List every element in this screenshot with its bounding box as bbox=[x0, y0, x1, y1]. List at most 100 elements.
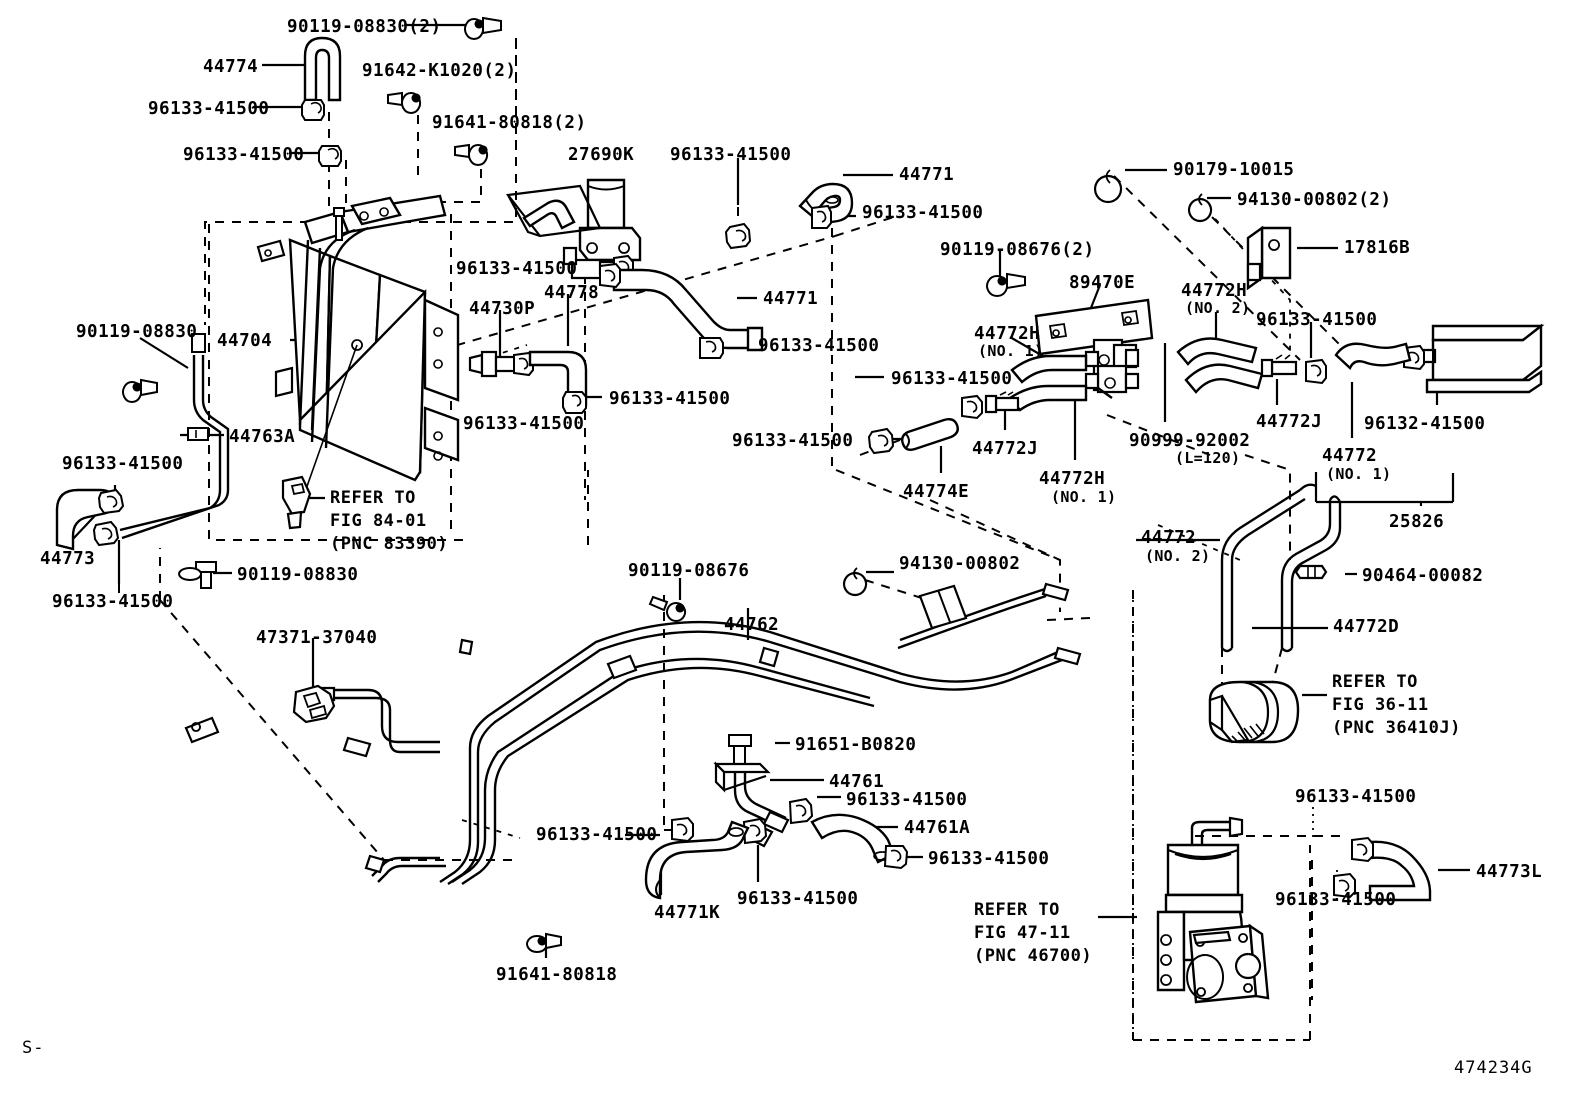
clip-96133-44774E bbox=[869, 429, 893, 453]
part-label-44773l: 44773L bbox=[1476, 862, 1543, 882]
part-label-94130-00802: 94130-00802 bbox=[899, 554, 1021, 574]
part-label-96133-41500: 96133-41500 bbox=[758, 336, 880, 356]
part-label-96133-41500: 96133-41500 bbox=[1275, 890, 1397, 910]
bolt-91641-80818-bottom bbox=[527, 934, 561, 952]
part-17816B-bracket bbox=[1248, 228, 1290, 288]
part-label-44772h: 44772H bbox=[1039, 469, 1106, 489]
part-label-96133-41500: 96133-41500 bbox=[62, 454, 184, 474]
part-label-44772d: 44772D bbox=[1333, 617, 1400, 637]
part-label-44773: 44773 bbox=[40, 549, 96, 569]
part-label-91642-k1020-2: 91642-K1020(2) bbox=[362, 61, 517, 81]
part-label-pnc-36410j: (PNC 36410J) bbox=[1332, 718, 1461, 738]
part-label-44771: 44771 bbox=[763, 289, 819, 309]
part-44763A-pipe bbox=[120, 334, 228, 538]
part-label-96133-41500: 96133-41500 bbox=[737, 889, 859, 909]
part-label-96133-41500: 96133-41500 bbox=[52, 592, 174, 612]
part-label-96133-41500: 96133-41500 bbox=[536, 825, 658, 845]
clip-96133-44771-mid-b bbox=[700, 338, 723, 358]
clip-96133-44773a bbox=[99, 490, 123, 513]
part-label-no-2: (NO. 2) bbox=[1145, 547, 1211, 565]
part-fig36-muffler bbox=[1210, 682, 1298, 742]
clip-96133-44761-b bbox=[744, 819, 766, 843]
part-label-90119-08676: 90119-08676 bbox=[628, 561, 750, 581]
part-25826-vsv bbox=[1417, 326, 1541, 392]
part-90999-92002 bbox=[1098, 388, 1112, 398]
part-label-47371-37040: 47371-37040 bbox=[256, 628, 378, 648]
part-label-no-2: (NO. 2) bbox=[1185, 299, 1251, 317]
part-label-96133-41500: 96133-41500 bbox=[846, 790, 968, 810]
clip-96133-b bbox=[319, 146, 341, 166]
part-label-fig-47-11: FIG 47-11 bbox=[974, 923, 1071, 943]
part-44704-canister bbox=[258, 196, 458, 492]
nut-90179-10015 bbox=[1095, 170, 1121, 202]
part-label-91651-b0820: 91651-B0820 bbox=[795, 735, 917, 755]
part-label-no-1: (NO. 1) bbox=[978, 342, 1044, 360]
clip-96133-44771-right bbox=[812, 206, 831, 228]
part-label-90119-08830: 90119-08830 bbox=[237, 565, 359, 585]
part-label-44771: 44771 bbox=[899, 165, 955, 185]
part-label-pnc-83390: (PNC 83390) bbox=[330, 534, 449, 554]
part-label-fig-36-11: FIG 36-11 bbox=[1332, 695, 1429, 715]
clip-96133-44778 bbox=[563, 392, 586, 413]
bolt-90119-08676-right bbox=[987, 274, 1025, 296]
part-44762-tube bbox=[186, 584, 1080, 884]
part-label-refer-to: REFER TO bbox=[330, 488, 416, 508]
part-44774E-hose bbox=[902, 419, 958, 450]
part-label-89470e: 89470E bbox=[1069, 273, 1136, 293]
part-label-96133-41500: 96133-41500 bbox=[148, 99, 270, 119]
bolt-90119-08830-lower bbox=[179, 562, 216, 588]
part-label-17816b: 17816B bbox=[1344, 238, 1411, 258]
nut-94130-00802-right bbox=[1189, 194, 1211, 221]
part-fig47-fuel-pump bbox=[1158, 818, 1268, 1002]
clip-96133-44761 bbox=[790, 799, 812, 823]
clamp-90464-00082 bbox=[1296, 566, 1326, 578]
part-label-44772h: 44772H bbox=[1181, 281, 1248, 301]
part-44772-no1-hose bbox=[1336, 344, 1410, 368]
part-label-44778: 44778 bbox=[544, 283, 600, 303]
part-label-90119-08830: 90119-08830 bbox=[76, 322, 198, 342]
part-label-91641-80818: 91641-80818 bbox=[496, 965, 618, 985]
part-label-96133-41500: 96133-41500 bbox=[732, 431, 854, 451]
part-label-90119-08676-2: 90119-08676(2) bbox=[940, 240, 1095, 260]
part-label-27690k: 27690K bbox=[568, 145, 635, 165]
part-label-44704: 44704 bbox=[217, 331, 273, 351]
part-44772D-tube bbox=[1282, 485, 1340, 651]
part-label-44771k: 44771K bbox=[654, 903, 721, 923]
clip-96133-44772H-no2 bbox=[1306, 360, 1326, 383]
clip-96133-44773L-b bbox=[1334, 874, 1355, 897]
part-label-25826: 25826 bbox=[1389, 512, 1445, 532]
part-label-44730p: 44730P bbox=[469, 299, 536, 319]
part-label-pnc-46700: (PNC 46700) bbox=[974, 946, 1093, 966]
part-label-44772: 44772 bbox=[1322, 446, 1378, 466]
part-label-l-120: (L=120) bbox=[1175, 449, 1241, 467]
part-label-96133-41500: 96133-41500 bbox=[456, 259, 578, 279]
part-label-96133-41500: 96133-41500 bbox=[463, 414, 585, 434]
part-label-96132-41500: 96132-41500 bbox=[1364, 414, 1486, 434]
part-label-44761: 44761 bbox=[829, 772, 885, 792]
part-label-96133-41500: 96133-41500 bbox=[928, 849, 1050, 869]
clip-96133-44771-upper bbox=[726, 224, 750, 248]
part-label-96133-41500: 96133-41500 bbox=[183, 145, 305, 165]
part-label-96133-41500: 96133-41500 bbox=[891, 369, 1013, 389]
dashed-construction-fine bbox=[462, 210, 1290, 838]
part-label-fig-84-01: FIG 84-01 bbox=[330, 511, 427, 531]
part-label-44774: 44774 bbox=[203, 57, 259, 77]
clip-96133-44771-mid bbox=[600, 264, 620, 287]
part-label-96133-41500: 96133-41500 bbox=[862, 203, 984, 223]
part-label-44772j: 44772J bbox=[1256, 412, 1323, 432]
clip-96133-44773b bbox=[94, 522, 118, 545]
part-label-44772j: 44772J bbox=[972, 439, 1039, 459]
part-label-s: S- bbox=[22, 1038, 45, 1058]
part-label-90119-08830-2: 90119-08830(2) bbox=[287, 17, 442, 37]
bolt-90119-08676-lower bbox=[650, 597, 685, 621]
part-label-96133-41500: 96133-41500 bbox=[670, 145, 792, 165]
part-label-44772: 44772 bbox=[1141, 528, 1197, 548]
clip-96133-44762-left bbox=[672, 818, 693, 841]
part-label-90464-00082: 90464-00082 bbox=[1362, 566, 1484, 586]
clip-96133-a bbox=[302, 100, 324, 120]
bolt-90119-08830-left bbox=[123, 380, 157, 402]
dotted-leaders bbox=[1133, 600, 1337, 1035]
part-44771K-hose bbox=[646, 822, 748, 898]
bolt-91641-80818-top bbox=[455, 145, 487, 165]
